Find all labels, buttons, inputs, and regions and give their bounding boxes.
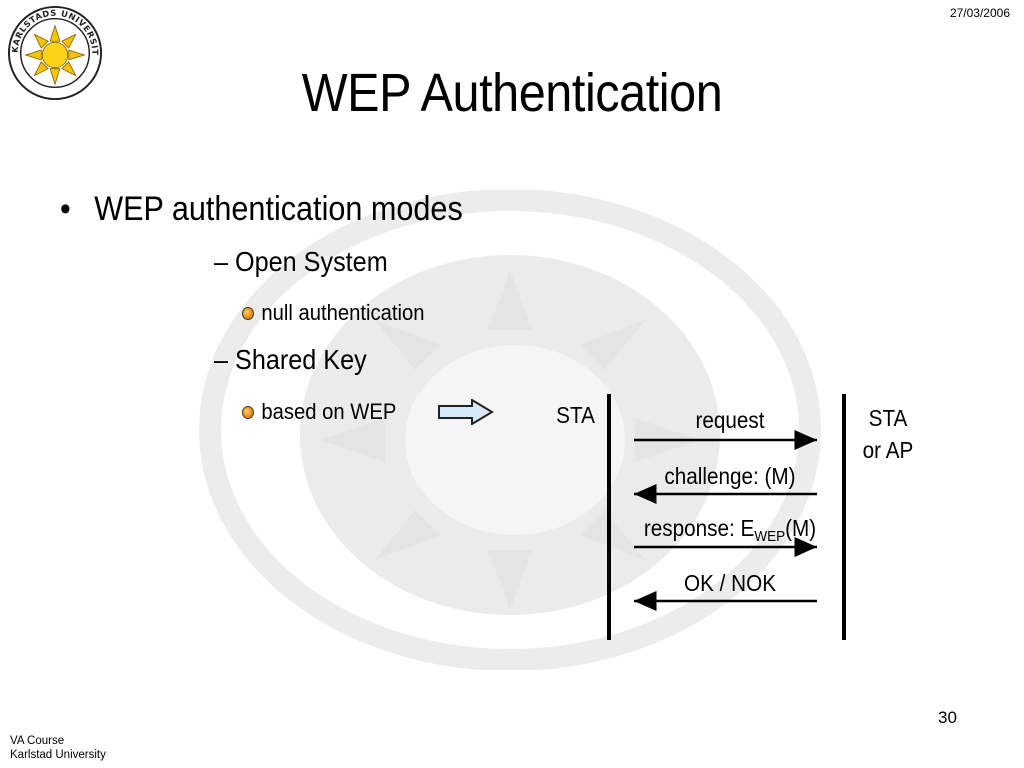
university-seal-logo: KARLSTADS UNIVERSITET (6, 4, 103, 101)
orange-bullet-icon (242, 405, 254, 419)
block-arrow-right-icon (438, 399, 494, 425)
sub-open-system: – Open System (214, 246, 388, 277)
message-ok-nok: OK / NOK (683, 570, 777, 596)
shared-key-detail-text: based on WEP (261, 399, 397, 424)
sequence-diagram (607, 394, 846, 640)
message-request: request (695, 407, 765, 433)
slide-date: 27/03/2006 (949, 6, 1010, 20)
open-system-detail-text: null authentication (261, 300, 425, 325)
sub-shared-key: – Shared Key (214, 344, 367, 375)
footer-course-info: VA Course Karlstad University (10, 734, 106, 762)
shared-key-detail: based on WEP (242, 399, 396, 425)
party-sta-left: STA (556, 402, 595, 428)
party-sta-right-line1: STA (868, 405, 908, 431)
party-sta-right-line2: or AP (862, 437, 914, 463)
footer-university: Karlstad University (10, 749, 106, 761)
bullet-auth-modes: • WEP authentication modes (60, 190, 463, 229)
slide-title: WEP Authentication (301, 63, 723, 123)
message-response-subscript: WEP (754, 528, 786, 545)
page-number: 30 (938, 708, 957, 727)
footer-course: VA Course (10, 735, 65, 747)
message-response-prefix: response: E (643, 515, 755, 541)
message-challenge: challenge: (M) (664, 463, 796, 489)
message-response: response: EWEP(M) (631, 515, 829, 545)
orange-bullet-icon (242, 306, 254, 320)
bullet-marker: • (60, 190, 71, 228)
message-response-suffix: (M) (785, 515, 817, 541)
party-sta-or-ap: STA or AP (861, 402, 915, 466)
watermark-sun (199, 190, 821, 670)
bullet-auth-modes-text: WEP authentication modes (94, 190, 463, 228)
open-system-detail: null authentication (242, 300, 424, 326)
